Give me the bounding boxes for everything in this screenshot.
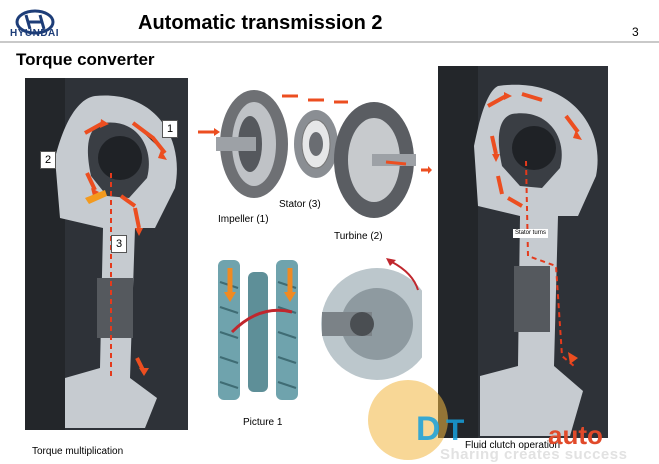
page-number: 3 <box>632 25 639 39</box>
picture-1-blades-image <box>218 258 422 400</box>
torque-multiplication-caption: Torque multiplication <box>32 446 124 457</box>
watermark-tagline: Sharing creates success <box>440 446 628 463</box>
svg-text:auto: auto <box>548 420 603 450</box>
torque-multiplication-cutaway-image <box>25 78 188 430</box>
section-subtitle: Torque converter <box>16 50 155 69</box>
picture-1-label: Picture 1 <box>243 417 283 428</box>
fluid-clutch-cutaway-image <box>438 66 608 438</box>
marker-2: 2 <box>40 151 56 169</box>
site-watermark-logo: D T auto <box>368 380 603 460</box>
exploded-torque-converter-image <box>198 90 432 218</box>
svg-text:T: T <box>446 414 464 447</box>
marker-3: 3 <box>111 235 127 253</box>
fluid-clutch-caption: Fluid clutch operation <box>465 440 561 451</box>
hyundai-logo <box>15 9 55 35</box>
stator-label: Stator (3) <box>279 199 321 210</box>
marker-1: 1 <box>162 120 178 138</box>
header-divider <box>0 41 659 43</box>
turbine-label: Turbine (2) <box>334 231 383 242</box>
impeller-label: Impeller (1) <box>218 214 269 225</box>
svg-text:D: D <box>416 410 441 448</box>
brand-name: HYUNDAI <box>10 28 60 39</box>
stator-turns-note: Stator turns <box>513 229 549 238</box>
page-title: Automatic transmission 2 <box>138 12 383 34</box>
